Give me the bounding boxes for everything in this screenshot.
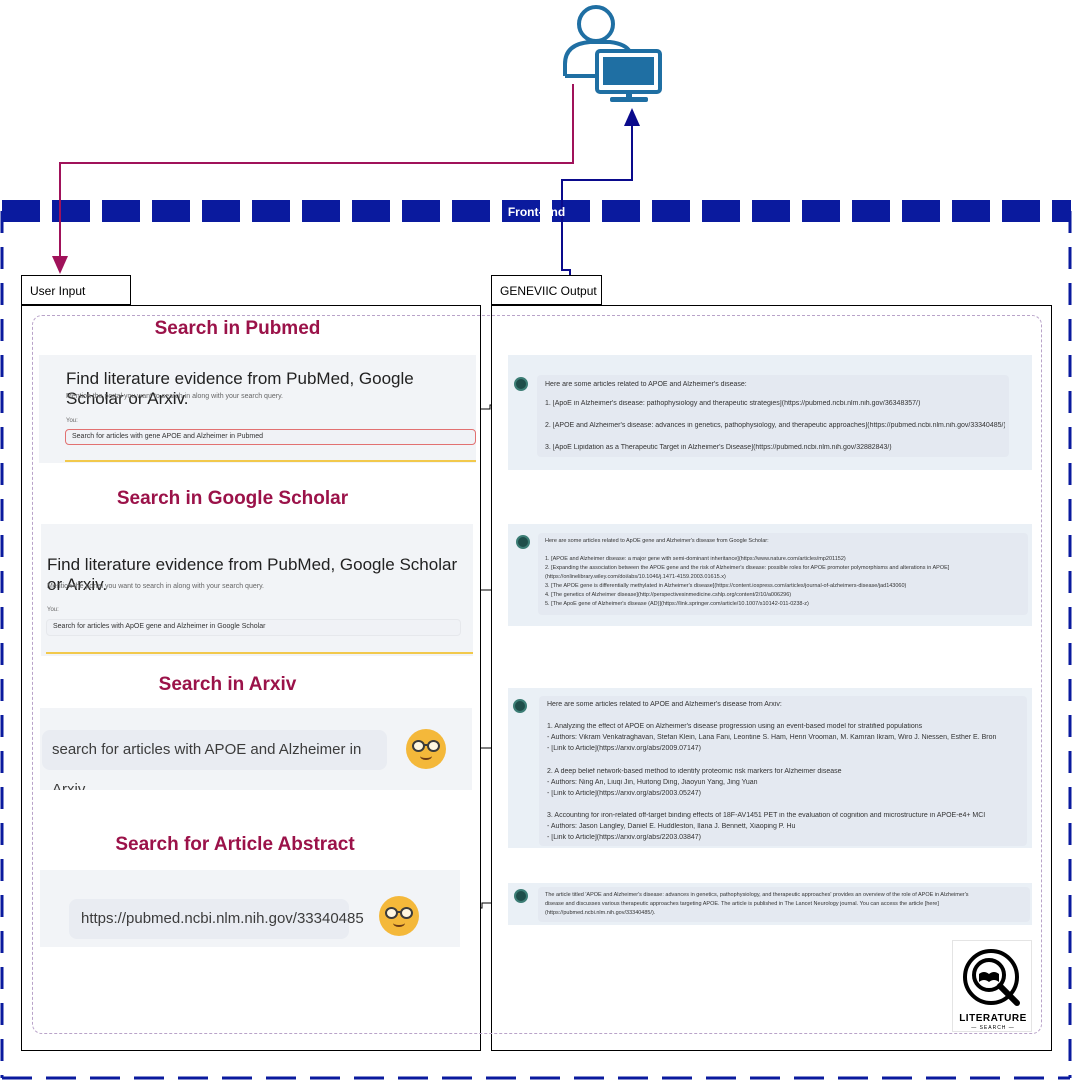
magnifier-book-icon — [963, 949, 1020, 1006]
literature-search-logo: LITERATURE — SEARCH — — [952, 940, 1032, 1032]
pubmed-card-heading: Find literature evidence from PubMed, Go… — [66, 369, 414, 408]
pubmed-output-card: Here are some articles related to APOE a… — [508, 355, 1032, 470]
nerd-face-icon — [406, 729, 446, 769]
dashed-container — [32, 315, 1042, 1034]
pubmed-card-subtitle: Mention the portal you want to search in… — [66, 393, 283, 400]
scholar-section-title: Search in Google Scholar — [116, 488, 349, 509]
user-input-tab: User Input — [21, 275, 131, 305]
nerd-face-icon — [379, 896, 419, 936]
arxiv-query-input[interactable]: search for articles with APOE and Alzhei… — [42, 730, 387, 790]
output-connector — [561, 108, 640, 280]
scholar-query-input[interactable]: Search for articles with ApOE gene and A… — [46, 619, 461, 636]
pubmed-section-title: Search in Pubmed — [154, 318, 321, 339]
scholar-you-label: You: — [47, 607, 59, 613]
scholar-output-card: Here are some articles related to ApOE g… — [508, 524, 1032, 626]
arxiv-output-line: - Authors: Jason Langley, Daniel E. Hudd… — [547, 823, 796, 830]
arxiv-section-title: Search in Arxiv — [158, 674, 297, 695]
arxiv-output-line: - Authors: Vikram Venkatraghavan, Stefan… — [547, 734, 997, 741]
arxiv-output-line: - [Link to Article](https://arxiv.org/ab… — [547, 745, 701, 752]
pubmed-divider — [65, 460, 476, 462]
pubmed-output-line: 3. [ApoE Lipidation as a Therapeutic Tar… — [545, 444, 892, 451]
arxiv-input-card: search for articles with APOE and Alzhei… — [40, 708, 472, 790]
abstract-output-line: (https://pubmed.ncbi.nlm.nih.gov/3334048… — [545, 910, 656, 916]
bot-avatar-icon — [513, 699, 527, 713]
scholar-output-line: 2. [Expanding the association between th… — [545, 565, 950, 571]
pubmed-you-label: You: — [66, 418, 78, 424]
arxiv-output-line: 1. Analyzing the effect of APOE on Alzhe… — [547, 723, 923, 730]
abstract-output-line: disease and discusses various therapeuti… — [545, 901, 939, 907]
logo-subtitle: — SEARCH — — [971, 1025, 1015, 1031]
arxiv-output-bubble: Here are some articles related to APOE a… — [539, 696, 1027, 846]
scholar-output-bubble: Here are some articles related to ApOE g… — [538, 533, 1028, 615]
frontend-boundary — [0, 200, 1072, 1080]
abstract-input-card: https://pubmed.ncbi.nlm.nih.gov/33340485 — [40, 870, 460, 947]
arxiv-output-line: 2. A deep belief network-based method to… — [547, 768, 842, 775]
arxiv-output-card: Here are some articles related to APOE a… — [508, 688, 1032, 848]
abstract-output-card: The article titled 'APOE and Alzheimer's… — [508, 883, 1032, 925]
arxiv-output-line: - [Link to Article](https://arxiv.org/ab… — [547, 790, 701, 797]
pubmed-output-line: 1. [ApoE in Alzheimer's disease: pathoph… — [545, 400, 921, 407]
pubmed-output-bubble: Here are some articles related to APOE a… — [537, 375, 1009, 457]
scholar-output-line: (https://onlinelibrary.wiley.com/doi/abs… — [545, 574, 726, 580]
pubmed-output-line: 2. [APOE and Alzheimer's disease: advanc… — [545, 422, 1005, 429]
scholar-output-line: 1. [APOE and Alzheimer disease: a major … — [545, 556, 846, 562]
arxiv-output-line: Here are some articles related to APOE a… — [547, 701, 782, 708]
scholar-card-heading: Find literature evidence from PubMed, Go… — [47, 555, 458, 594]
scholar-output-line: 5. [The ApoE gene of Alzheimer's disease… — [545, 601, 809, 607]
output-tab: GENEVIIC Output — [491, 275, 602, 305]
arxiv-output-line: 3. Accounting for iron-related off-targe… — [547, 812, 986, 819]
bot-avatar-icon — [514, 889, 528, 903]
abstract-output-line: The article titled 'APOE and Alzheimer's… — [545, 892, 969, 898]
arxiv-output-line: - Authors: Ning An, Liuqi Jin, Huitong D… — [547, 779, 758, 786]
frontend-title: Front-End — [507, 205, 566, 219]
pubmed-query-input[interactable]: Search for articles with gene APOE and A… — [65, 429, 476, 445]
input-connector — [52, 84, 574, 274]
arxiv-output-line: - [Link to Article](https://arxiv.org/ab… — [547, 834, 701, 841]
user-computer-icon — [563, 5, 662, 102]
bot-avatar-icon — [516, 535, 530, 549]
pubmed-input-card: Find literature evidence from PubMed, Go… — [39, 355, 476, 463]
scholar-input-card: Find literature evidence from PubMed, Go… — [41, 524, 473, 656]
scholar-output-line: Here are some articles related to ApOE g… — [545, 538, 769, 544]
scholar-card-subtitle: Mention the portal you want to search in… — [47, 583, 264, 590]
scholar-output-line: 4. [The genetics of Alzheimer disease](h… — [545, 592, 792, 598]
pubmed-output-line: Here are some articles related to APOE a… — [545, 381, 747, 388]
scholar-output-line: 3. [The APOE gene is differentially meth… — [545, 583, 907, 589]
abstract-output-bubble: The article titled 'APOE and Alzheimer's… — [538, 887, 1030, 922]
bot-avatar-icon — [514, 377, 528, 391]
abstract-section-title: Search for Article Abstract — [115, 834, 355, 855]
logo-title: LITERATURE — [959, 1013, 1027, 1024]
abstract-query-input[interactable]: https://pubmed.ncbi.nlm.nih.gov/33340485 — [69, 899, 364, 939]
scholar-divider — [46, 652, 473, 654]
